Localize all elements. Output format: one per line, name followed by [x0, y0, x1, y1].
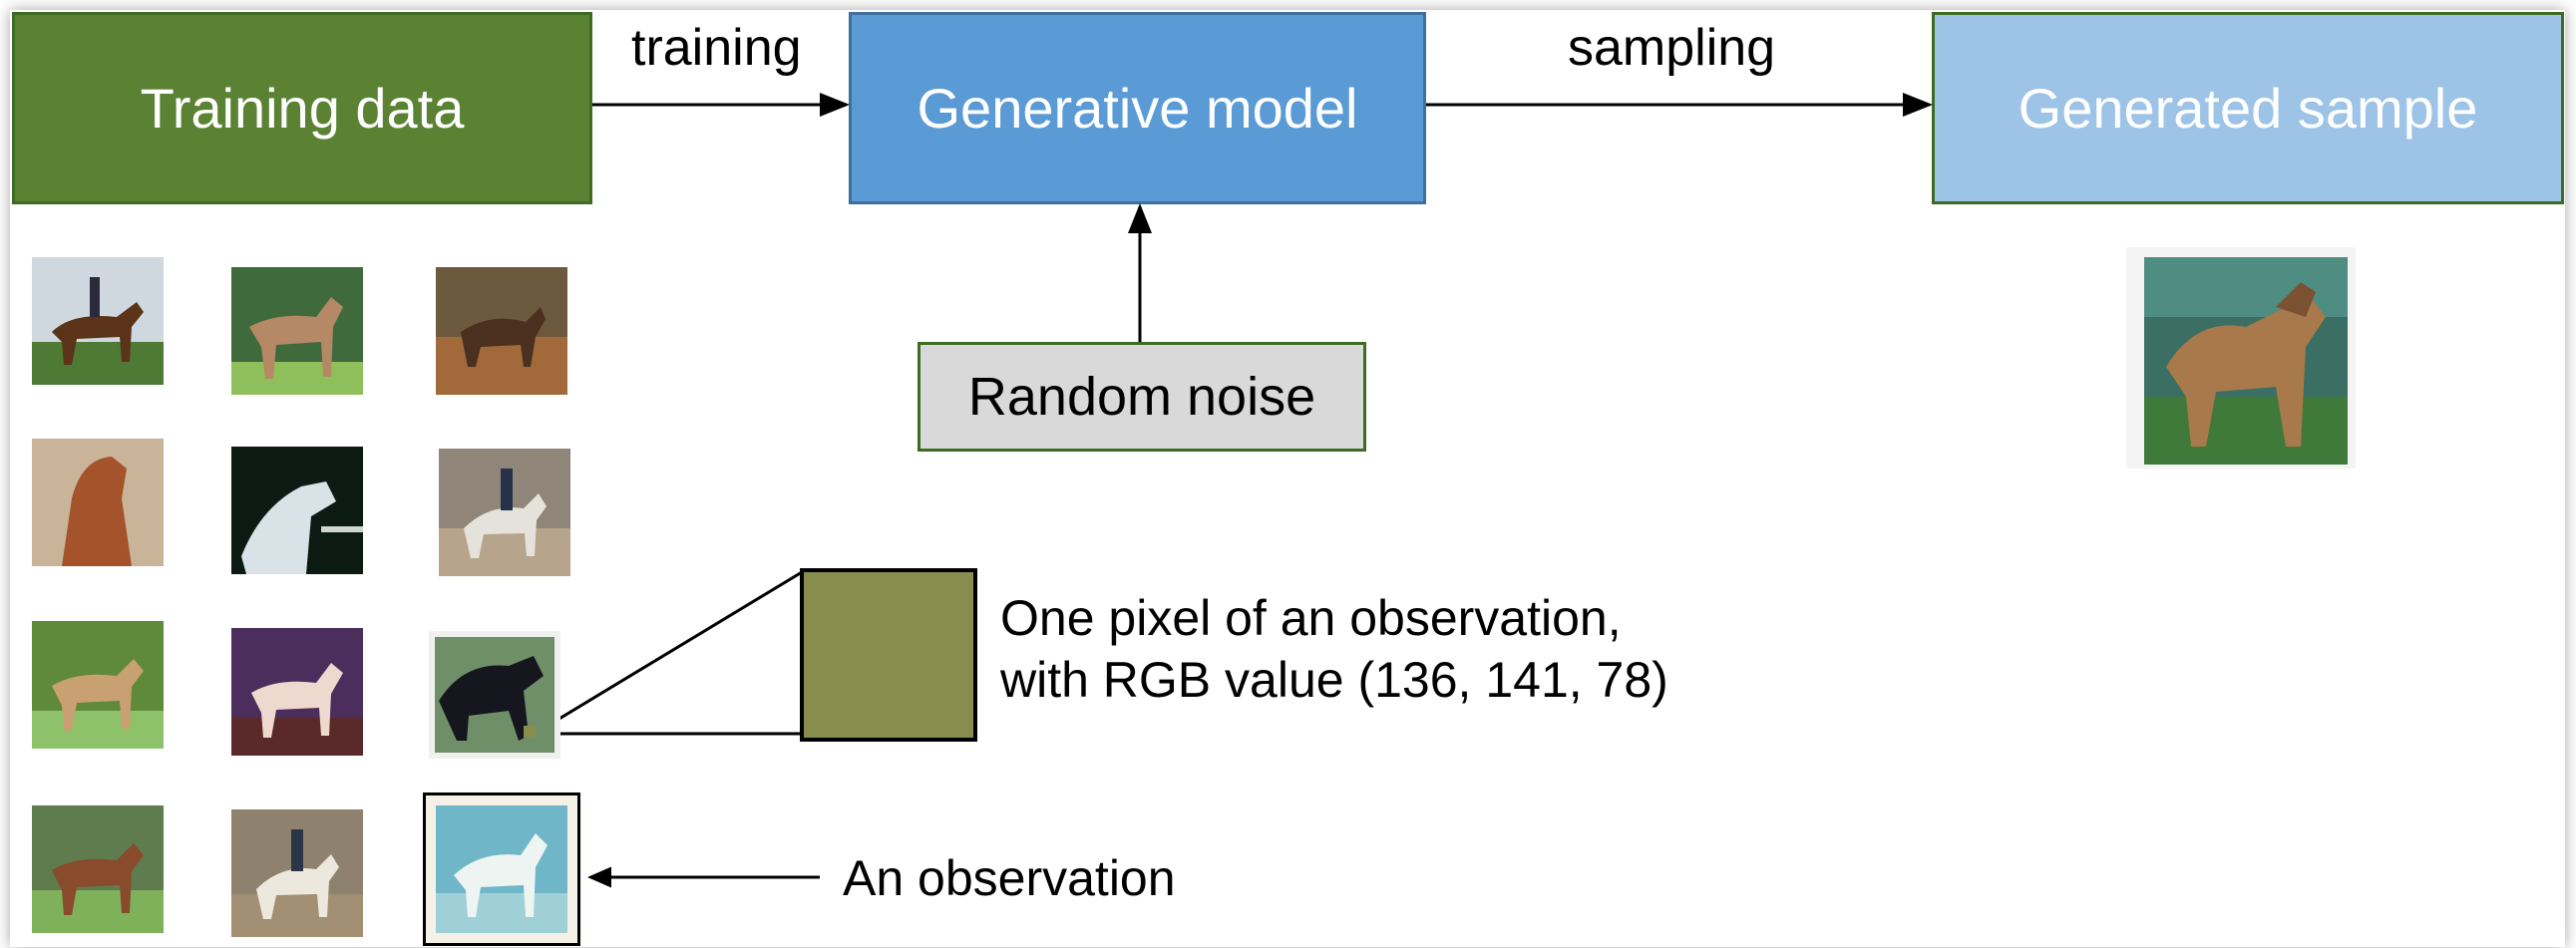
pixel-annotation: One pixel of an observation, with RGB va…: [1000, 587, 1668, 711]
training-image: [231, 447, 363, 574]
pixel-annotation-line1: One pixel of an observation,: [1000, 590, 1622, 646]
zoom-line-top: [534, 570, 803, 736]
training-image: [32, 621, 164, 749]
sampling-arrow-label: sampling: [1568, 19, 1776, 77]
training-image: [231, 628, 363, 756]
pixel-annotation-line2: with RGB value (136, 141, 78): [1000, 652, 1668, 708]
training-image: [429, 631, 560, 759]
training-data-box: Training data: [12, 12, 592, 204]
training-image: [436, 805, 567, 933]
training-image: [32, 257, 164, 385]
generated-sample-image: [2126, 247, 2356, 469]
training-image: [32, 439, 164, 566]
training-image: [436, 267, 567, 395]
generative-model-label: Generative model: [917, 77, 1358, 140]
training-data-label: Training data: [140, 77, 465, 140]
random-noise-label: Random noise: [967, 367, 1316, 427]
random-noise-box: Random noise: [918, 342, 1366, 452]
pixel-swatch: [800, 568, 977, 742]
training-arrow-label: training: [631, 19, 802, 77]
observation-annotation: An observation: [843, 850, 1176, 906]
training-image: [32, 805, 164, 933]
selected-observation-frame: [423, 792, 580, 946]
training-image: [231, 267, 363, 395]
generated-sample-label: Generated sample: [2018, 77, 2478, 140]
training-image: [231, 809, 363, 937]
generative-model-box: Generative model: [849, 12, 1426, 204]
training-image: [439, 449, 570, 576]
generated-sample-box: Generated sample: [1932, 12, 2564, 204]
